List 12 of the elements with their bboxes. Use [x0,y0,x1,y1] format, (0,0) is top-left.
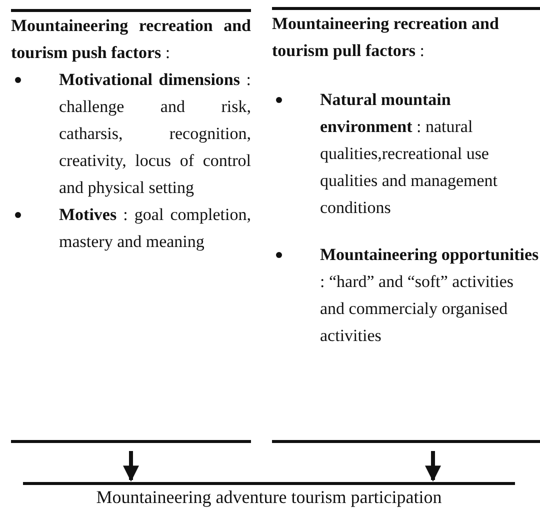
bullet-text: Natural mountain environment : natural qualities,recreational use qualities and management conditions [320,89,498,219]
bullet-text: Motivational dimensions : challenge and risk, catharsis, recognition, creativity, locus of control and physical setting [59,69,251,199]
panel-heading: Mountaineering recreation and tourism pull factors : [272,13,500,62]
arrow [425,451,441,482]
bullet-text: Motives : goal completion, mastery and meaning [59,204,251,253]
outcome-text: Mountaineering adventure tourism participation [95,486,443,509]
factor-panel [11,9,251,443]
outcome-box [23,482,515,510]
bullet-text: Mountaineering opportunities : “hard” and “soft” activities and commercialy organised activities [320,244,540,347]
arrow [123,451,139,482]
factor-panel [272,7,540,443]
panel-heading: Mountaineering recreation and tourism push factors : [11,15,251,64]
